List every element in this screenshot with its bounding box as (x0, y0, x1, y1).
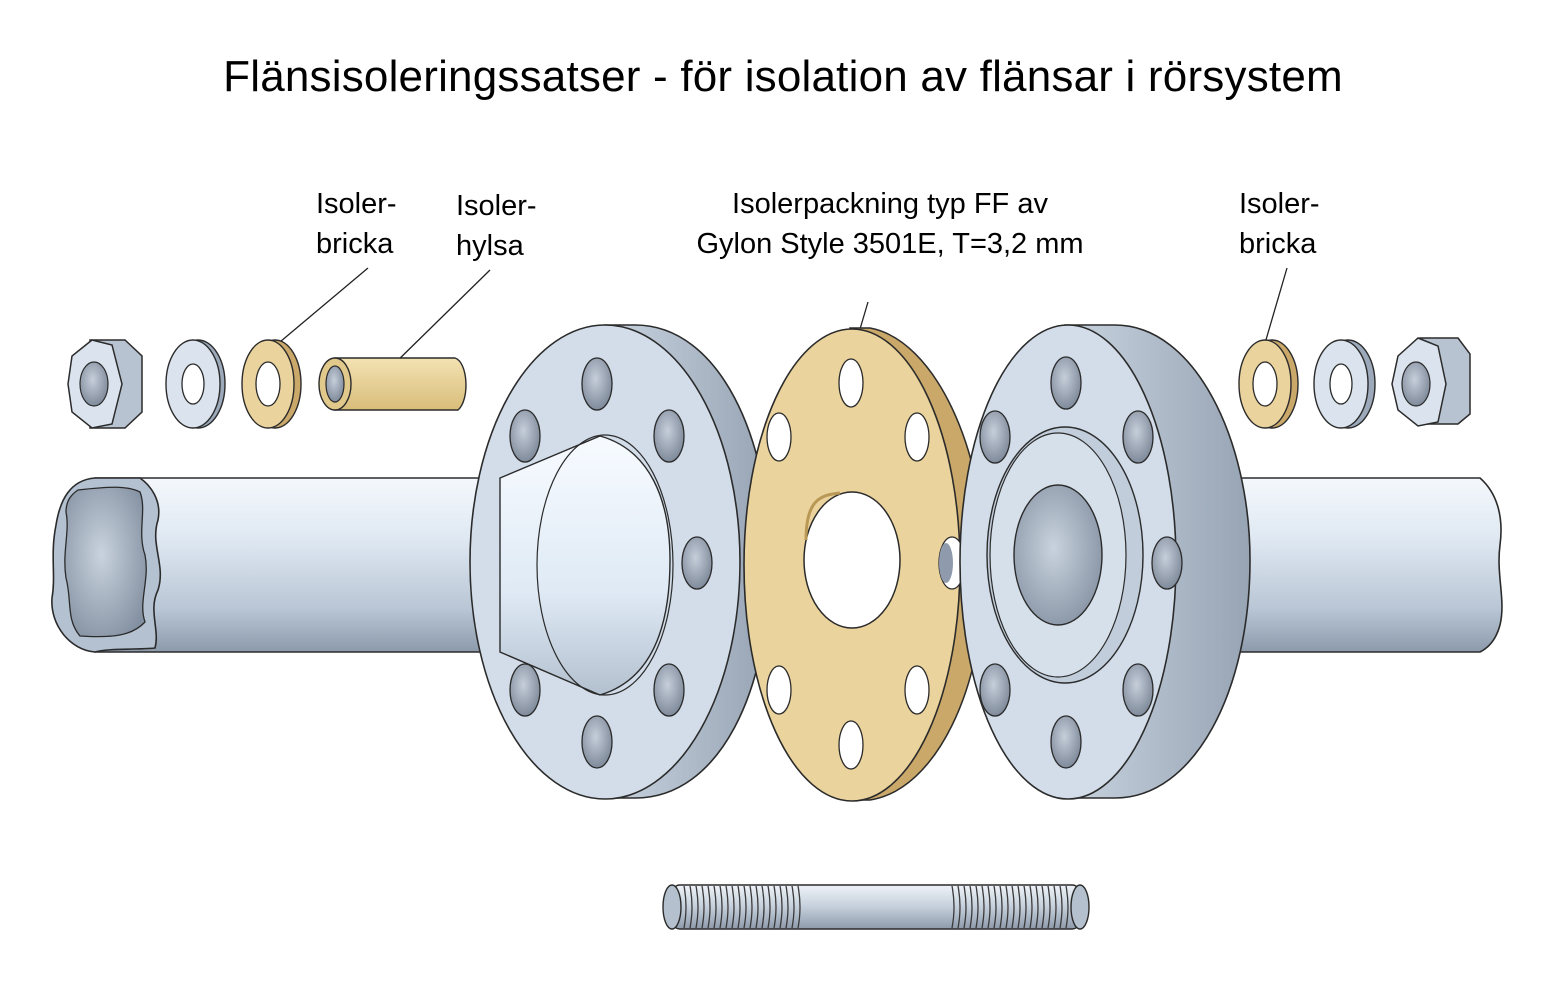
stud-thread-left (683, 885, 801, 929)
leader-washer-left (267, 267, 369, 353)
right-flange (959, 324, 1251, 800)
right-insulating-washer (1238, 339, 1299, 429)
leader-lines (267, 267, 1288, 369)
right-flange-bolt-holes (979, 356, 1183, 769)
left-flange (469, 324, 771, 800)
right-pipe (1224, 477, 1503, 653)
label-line: Isoler- (456, 190, 537, 222)
label-line: Isoler- (1239, 188, 1320, 220)
left-flange-bolt-holes (509, 357, 713, 769)
label-line: Isoler- (316, 188, 397, 220)
left-insulating-washer (241, 339, 302, 429)
left-flange-hub (499, 435, 671, 696)
label-line: bricka (316, 228, 394, 260)
label-insulating-washer-right: Isoler- bricka (1239, 184, 1320, 264)
label-line: hylsa (456, 230, 524, 262)
left-steel-washer (165, 339, 226, 429)
left-pipe-bore (64, 486, 147, 638)
leader-washer-right (1262, 267, 1288, 351)
label-line: bricka (1239, 228, 1317, 260)
left-pipe (51, 477, 506, 653)
insulating-sleeve (318, 357, 467, 411)
stud-bolt (662, 884, 1090, 930)
right-flange-bore (1013, 484, 1103, 626)
right-steel-washer (1313, 339, 1376, 429)
label-insulating-washer-left: Isoler- bricka (316, 184, 397, 264)
gasket-bore (803, 491, 901, 629)
label-line: Isolerpackning typ FF av (732, 188, 1048, 220)
right-nut (1391, 337, 1471, 427)
diagram-title: Flänsisoleringssatser - för isolation av… (223, 52, 1343, 101)
label-insulating-gasket: Isolerpackning typ FF av Gylon Style 350… (640, 184, 1140, 264)
label-line: Gylon Style 3501E, T=3,2 mm (696, 228, 1084, 260)
left-nut (67, 339, 143, 429)
stud-thread-right (951, 885, 1069, 929)
label-insulating-sleeve: Isoler- hylsa (456, 186, 537, 266)
insulating-gasket (743, 327, 986, 802)
leader-sleeve (389, 269, 491, 369)
